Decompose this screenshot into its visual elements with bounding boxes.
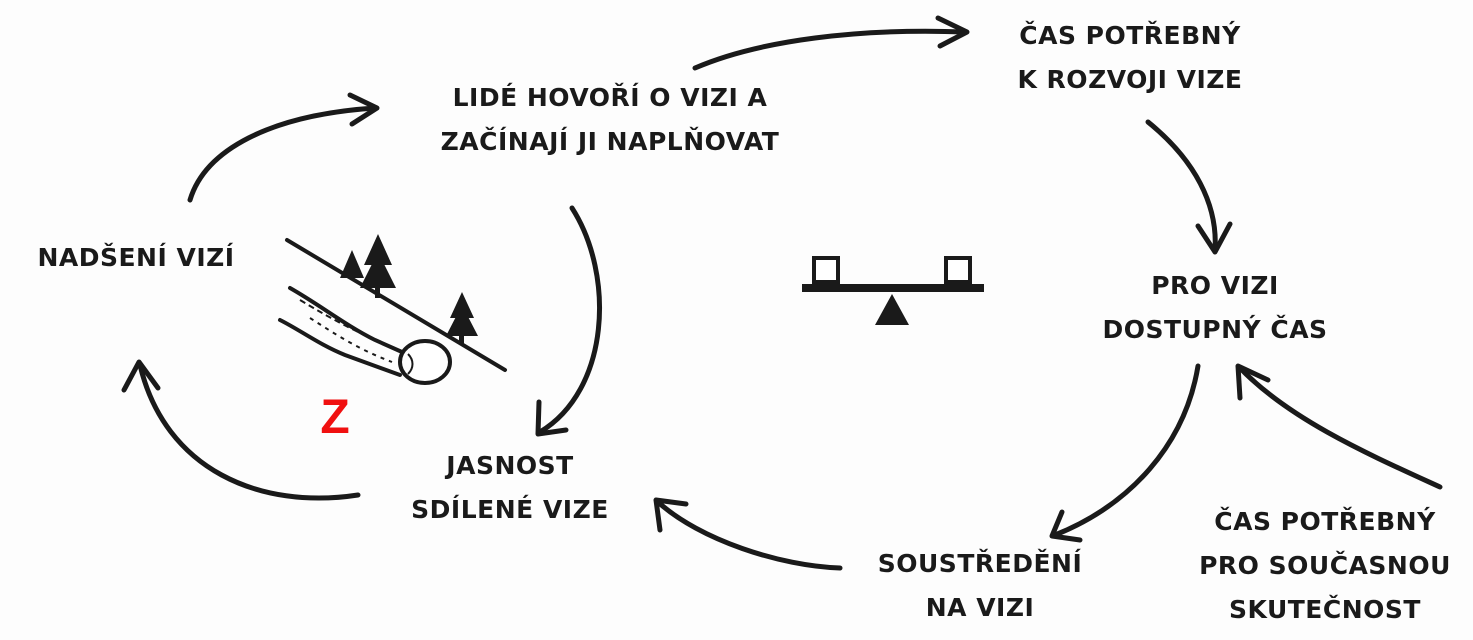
arrow-cas-vize-to-pro-vizi [1145,119,1233,255]
arrow-soustredeni-to-jasnost [653,497,843,571]
label-jasnost-sdilene-vize: JASNOST SDÍLENÉ VIZE [380,444,640,532]
arrow-cas-skut-to-pro-vizi [1235,363,1443,490]
label-line: PRO SOUČASNOU [1199,551,1451,580]
label-soustredeni-na-vizi: SOUSTŘEDĚNÍ NA VIZI [845,542,1115,630]
arrow-jasnost-to-nadseni [121,359,361,501]
label-line: NA VIZI [925,593,1035,622]
label-line: LIDÉ HOVOŘÍ O VIZI A [452,83,768,112]
label-pro-vizi-dostupny-cas: PRO VIZI DOSTUPNÝ ČAS [1070,264,1360,352]
loop-type-marker: Z [320,391,350,444]
label-line: JASNOST [446,451,574,480]
label-line: PRO VIZI [1151,271,1279,300]
label-line: SOUSTŘEDĚNÍ [877,549,1083,578]
label-line: DOSTUPNÝ ČAS [1102,315,1328,344]
label-lide-hovori-o-vizi: LIDÉ HOVOŘÍ O VIZI A ZAČÍNAJÍ JI NAPLŇOV… [385,76,835,164]
balance-scale-icon [802,256,984,325]
label-line: K ROZVOJI VIZE [1017,65,1243,94]
label-line: ČAS POTŘEBNÝ [1019,21,1241,50]
arrow-lide-to-jasnost [535,205,603,437]
arrow-lide-to-cas-vize [692,15,970,71]
label-line: SKUTEČNOST [1229,595,1421,624]
label-cas-potrebny-k-rozvoji-vize: ČAS POTŘEBNÝ K ROZVOJI VIZE [985,14,1275,102]
label-nadseni-vizi: NADŠENÍ VIZÍ [0,236,272,280]
snowball-on-slope-icon [278,234,507,385]
label-line: ČAS POTŘEBNÝ [1214,507,1436,536]
arrow-pro-vizi-to-soustredeni [1049,363,1201,543]
label-line: NADŠENÍ VIZÍ [37,243,235,272]
label-line: SDÍLENÉ VIZE [411,495,609,524]
arrow-nadseni-to-lide [187,92,380,203]
label-line: ZAČÍNAJÍ JI NAPLŇOVAT [440,127,780,156]
label-cas-potrebny-pro-soucasnou-skutecnost: ČAS POTŘEBNÝ PRO SOUČASNOU SKUTEČNOST [1180,500,1470,632]
